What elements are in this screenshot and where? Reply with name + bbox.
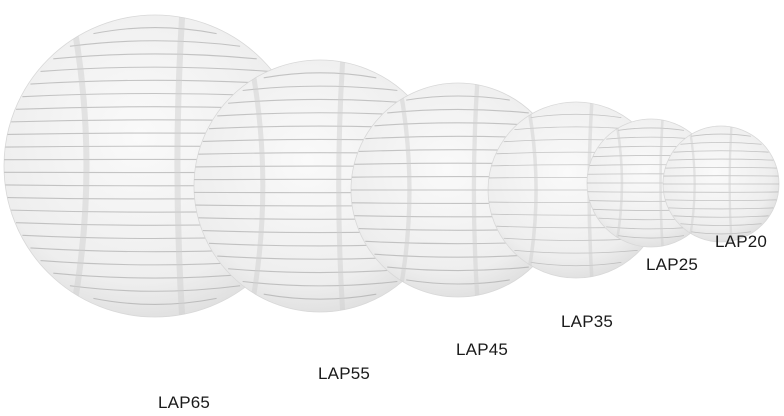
lantern-lap20: [662, 125, 780, 243]
label-lap55: LAP55: [318, 364, 371, 383]
label-lap35: LAP35: [561, 312, 614, 331]
label-lap20: LAP20: [715, 232, 768, 251]
label-lap45: LAP45: [456, 340, 509, 359]
label-lap65: LAP65: [158, 393, 211, 412]
label-lap25: LAP25: [646, 255, 699, 274]
